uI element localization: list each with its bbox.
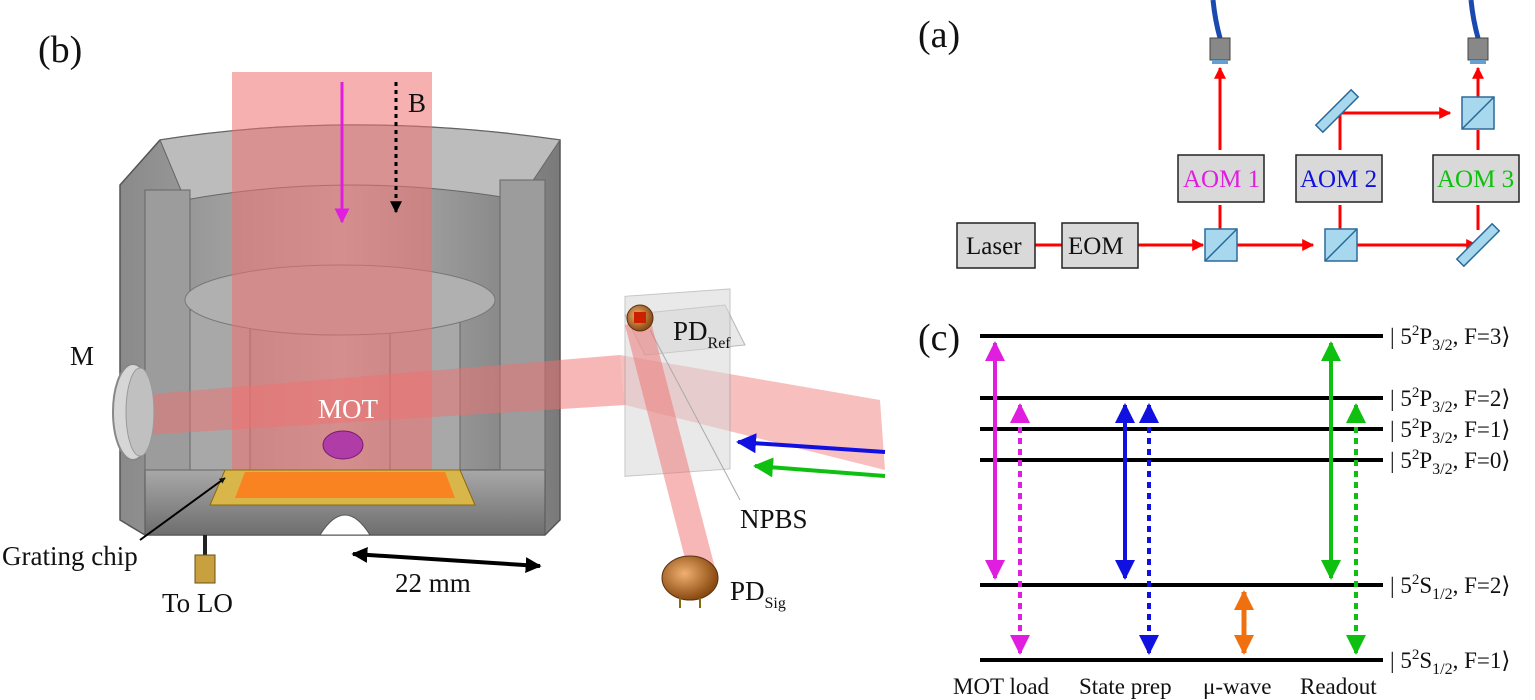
scale-arrow <box>351 546 542 574</box>
pd-beam <box>625 318 715 578</box>
pd-sig-label: PDSig <box>730 576 786 612</box>
scale-label: 22 mm <box>395 568 471 598</box>
pd-sig <box>661 555 719 608</box>
level-label-2: | 52P3/2, F=1⟩ <box>1390 416 1510 447</box>
level-label-5: | 52S1/2, F=1⟩ <box>1390 647 1510 678</box>
aom3-box <box>1432 154 1520 203</box>
aom1-label: AOM 1 <box>1183 166 1260 193</box>
fiber-coupler-1 <box>1209 0 1231 64</box>
aom2-box <box>1295 154 1383 203</box>
mirror-a1 <box>1314 88 1360 134</box>
pd-ref <box>626 304 654 332</box>
panel-a: (a) Laser <box>918 0 1520 269</box>
col-state-prep: State prep <box>1079 674 1172 699</box>
laser-label: Laser <box>966 233 1022 260</box>
b-field-label: B <box>408 88 426 118</box>
fiber-coupler-2 <box>1467 0 1489 64</box>
panel-a-label: (a) <box>918 14 960 56</box>
panel-c-label: (c) <box>918 317 960 359</box>
mot-cloud <box>322 430 364 460</box>
lo-connector <box>194 535 216 584</box>
aom1-box <box>1177 154 1265 203</box>
aom2-label: AOM 2 <box>1300 166 1377 193</box>
laser-box <box>956 222 1036 269</box>
pd-ref-label: PDRef <box>673 316 731 352</box>
to-lo-label: To LO <box>162 588 233 618</box>
green-input-arrow <box>753 457 886 478</box>
grating-pointer <box>139 477 226 541</box>
col-mu-wave: μ-wave <box>1203 674 1272 699</box>
blue-input-arrow <box>736 433 886 454</box>
aom3-label: AOM 3 <box>1437 166 1514 193</box>
grating-label: Grating chip <box>2 541 138 571</box>
col-readout: Readout <box>1300 674 1377 699</box>
eom-box <box>1061 222 1139 269</box>
grating-chip <box>209 469 476 506</box>
npbs-label: NPBS <box>740 504 808 534</box>
level-label-4: | 52S1/2, F=2⟩ <box>1390 572 1510 603</box>
mirror-a2 <box>1455 222 1501 268</box>
panel-c: (c) | 52P3/2, F=3⟩ | 52P3/2, F=2⟩ | 52P3… <box>918 317 1510 699</box>
level-label-0: | 52P3/2, F=3⟩ <box>1390 323 1510 354</box>
mirror <box>112 363 155 461</box>
mot-label: MOT <box>318 394 379 424</box>
eom-label: EOM <box>1068 233 1124 260</box>
beam-splitter-3 <box>1461 96 1495 130</box>
level-label-3: | 52P3/2, F=0⟩ <box>1390 447 1510 478</box>
horizontal-beam <box>140 355 625 435</box>
panel-b: (b) M MOT <box>2 29 886 618</box>
mirror-label: M <box>70 341 94 371</box>
beam-splitter-1 <box>1204 228 1238 262</box>
energy-levels <box>980 334 1383 662</box>
panel-b-label: (b) <box>38 29 82 71</box>
laser-beams <box>1035 66 1484 251</box>
col-mot-load: MOT load <box>953 674 1050 699</box>
beam-splitter-2 <box>1324 228 1358 262</box>
vertical-beam <box>232 72 432 492</box>
level-label-1: | 52P3/2, F=2⟩ <box>1390 385 1510 416</box>
